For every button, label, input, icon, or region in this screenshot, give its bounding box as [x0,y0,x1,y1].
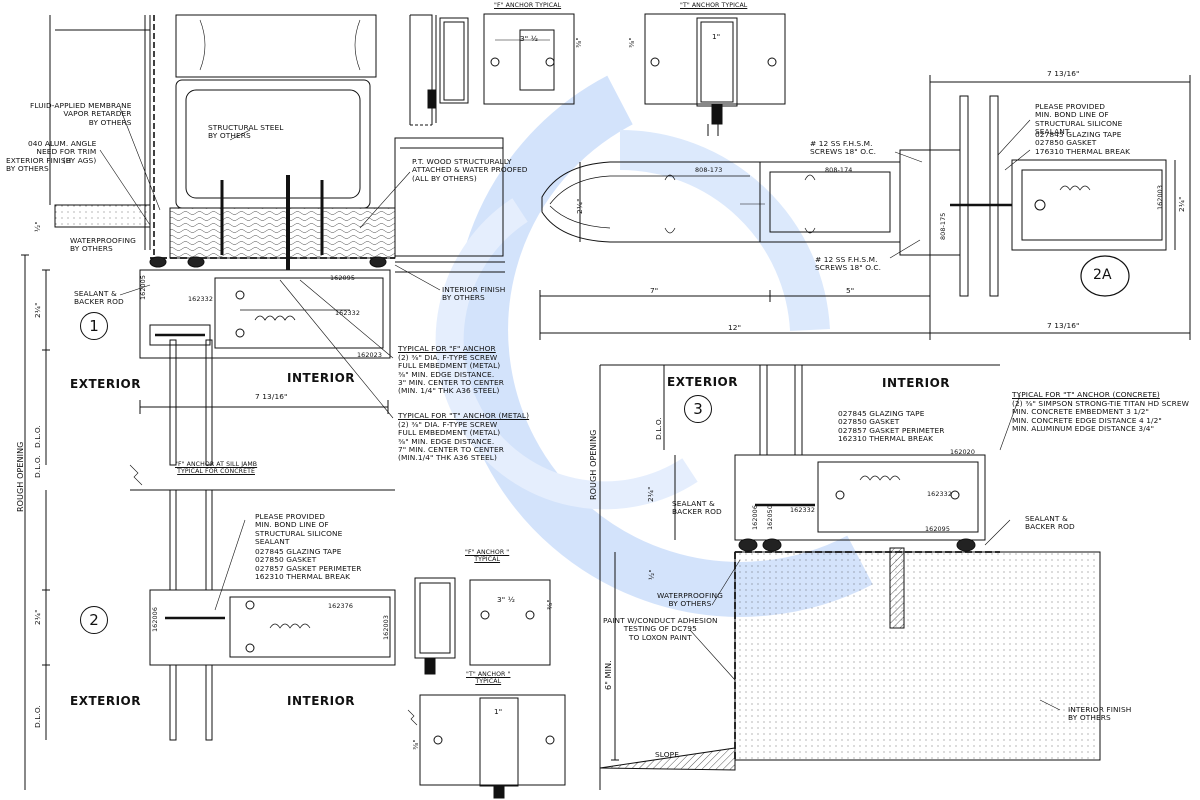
note-sealant-3-right: SEALANT & BACKER ROD [1025,514,1075,532]
title-f-anchor-top: "F" ANCHOR TYPICAL [494,2,562,9]
dim-12: 12" [728,323,742,332]
interior-label-2: INTERIOR [287,694,356,708]
note-gaskets-3: 027845 GLAZING TAPE 027850 GASKET 027857… [838,409,945,443]
note-waterproofing-1: WATERPROOFING BY OTHERS [70,236,136,254]
detail-2-bubble: 2 [80,606,108,634]
note-typical-t-title: TYPICAL FOR "T" ANCHOR (METAL) [398,411,530,420]
part-162376: 162376 [328,602,353,610]
dim-3-half-top: 3" ½ [520,34,539,43]
note-paint: PAINT W/CONDUCT ADHESION TESTING OF DC79… [603,616,718,642]
dim-3-8-top: ⅜" [574,37,583,48]
detail-2a-bubble [1080,255,1130,297]
interior-label-1: INTERIOR [287,371,356,385]
part-162095: 162095 [330,274,355,282]
title-f-anchor-mid: "F" ANCHOR " TYPICAL [465,549,510,563]
f-anchor-typical-top [409,13,575,126]
interior-label-3: INTERIOR [882,376,951,390]
dim-2-quarter-1: 2¼" [33,302,42,318]
note-typical-t-concrete-title: TYPICAL FOR "T" ANCHOR (CONCRETE) [1012,390,1160,399]
note-interior-finish-1: INTERIOR FINISH BY OTHERS [442,285,506,303]
note-gaskets-2: 027845 GLAZING TAPE 027850 GASKET 027857… [255,547,362,581]
t-anchor-typical-top [644,13,786,136]
note-pt-wood: P.T. WOOD STRUCTURALLY ATTACHED & WATER … [412,157,528,183]
f-anchor-typical-mid [414,577,551,675]
detail-3 [599,364,1101,790]
dim-rough-opening-3: ROUGH OPENING [589,429,598,500]
note-typical-f-body: (2) ⅜" DIA. F-TYPE SCREW FULL EMBEDMENT … [398,353,505,396]
note-screws-bottom: # 12 SS F.H.S.M. SCREWS 18" O.C. [815,255,882,273]
part-162332-3: 162332 [927,490,952,498]
note-please-provided-2: PLEASE PROVIDED MIN. BOND LINE OF STRUCT… [255,512,343,546]
detail-3-bubble: 3 [684,395,712,423]
dim-2-quarter-2a: 2¼" [575,198,584,214]
part-162005-1: 162005 [139,275,147,300]
part-162332-3b: 162332 [790,506,815,514]
dim-six-min: 6" MIN. [604,660,613,690]
part-162006-3: 162006 [751,505,759,530]
note-screws-top: # 12 SS F.H.S.M. SCREWS 18" O.C. [810,139,877,157]
dim-dlo-1: D.L.O. [33,425,42,448]
dim-3-8-t-mid: ⅜" [411,739,420,750]
dim-1-top: 1" [712,32,721,41]
dim-dlo-main: D.L.O. [33,455,42,478]
t-anchor-typical-mid [407,694,566,799]
part-162020: 162020 [950,448,975,456]
note-typical-f-title: TYPICAL FOR "F" ANCHOR [398,344,496,353]
dim-2-quarter-3: 2¼" [646,486,655,502]
note-interior-finish-3: INTERIOR FINISH BY OTHERS [1068,705,1132,723]
note-sealant-1: SEALANT & BACKER ROD [74,289,124,307]
detail-2a-label: 2A [1093,267,1112,283]
dim-7-13-16-2a-top: 7 13/16" [1047,69,1080,78]
dim-5: 5" [846,286,855,295]
exterior-label-1: EXTERIOR [70,377,141,391]
part-808-173: 808-173 [695,166,723,174]
dim-dlo-3: D.L.O. [654,417,663,440]
part-162095-3: 162095 [925,525,950,533]
dim-7-13-16-detail-1: 7 13/16" [255,392,288,401]
note-typical-t-body: (2) ⅜" DIA. F-TYPE SCREW FULL EMBEDMENT … [398,420,505,463]
detail-2 [42,489,396,741]
note-gaskets-2a: 027845 GLAZING TAPE 027850 GASKET 176310… [1035,130,1131,156]
dim-3-half-mid: 3" ½ [497,595,516,604]
dim-dlo-2: D.L.O. [33,705,42,728]
note-structural-steel: STRUCTURAL STEEL BY OTHERS [208,123,284,141]
dim-3-8-mid: ⅜" [545,599,554,610]
note-alum-angle: 040 ALUM. ANGLE NEED FOR TRIM (BY AGS) [28,139,97,165]
part-162050-3: 162050 [766,505,774,530]
dim-half-1: ½" [33,221,42,232]
part-808-174: 808-174 [825,166,853,174]
dim-2-quarter-2a-right: 2¼" [1177,196,1186,212]
dim-7-13-16-2a-bottom: 7 13/16" [1047,321,1080,330]
exterior-label-2: EXTERIOR [70,694,141,708]
dim-2-quarter-2: 2¼" [33,609,42,625]
detail-1 [21,14,505,790]
dim-rough-opening: ROUGH OPENING [16,441,25,512]
note-please-provided-2a: PLEASE PROVIDED MIN. BOND LINE OF STRUCT… [1035,102,1123,136]
part-162332: 162332 [188,295,213,303]
note-typical-t-concrete-body: (2) ⅜" SIMPSON STRONG-TIE TITAN HD SCREW… [1012,399,1190,433]
dim-7: 7" [650,286,659,295]
detail-1-bubble: 1 [80,312,108,340]
dim-half-3: ½" [647,569,656,580]
note-exterior-finish: EXTERIOR FINISH BY OTHERS [6,156,72,174]
note-sealant-3-left: SEALANT & BACKER ROD [672,499,722,517]
part-162023: 162023 [357,351,382,359]
note-waterproofing-3: WATERPROOFING BY OTHERS [657,591,723,609]
exterior-label-3: EXTERIOR [667,375,738,389]
detail-2a [539,75,1191,340]
part-162006-2: 162006 [151,607,159,632]
note-fluid-membrane: FLUID-APPLIED MEMBRANE VAPOR RETARDER BY… [30,101,132,127]
title-t-anchor-mid: "T" ANCHOR " TYPICAL [466,671,511,685]
dim-3-8-t-top: ⅜" [627,37,636,48]
part-162003-2a: 162003 [1156,185,1164,210]
part-808-175: 808-175 [939,212,947,240]
title-t-anchor-top: "T" ANCHOR TYPICAL [680,2,748,9]
note-slope: SLOPE [655,750,679,759]
title-f-anchor-sill: "F" ANCHOR AT SILL JAMB TYPICAL FOR CONC… [175,461,258,475]
part-162332-b: 162332 [335,309,360,317]
dim-1-mid: 1" [494,707,503,716]
part-162003-2: 162003 [382,615,390,640]
